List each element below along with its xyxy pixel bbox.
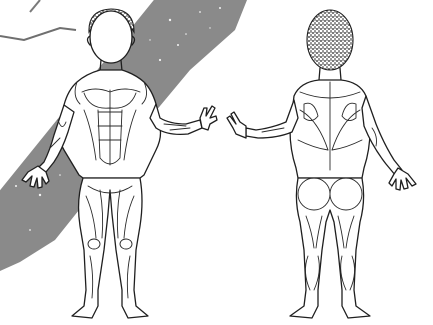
front-legs (72, 178, 148, 318)
back-legs (290, 178, 370, 318)
back-figure (227, 10, 416, 318)
watermark-text: LE (0, 46, 66, 126)
back-left-arm (246, 100, 298, 138)
watermark-scratch-2 (30, 0, 40, 12)
watermark-scratch (0, 28, 76, 40)
back-right-arm (362, 96, 402, 176)
front-right-hand (200, 106, 217, 130)
back-head-hair (307, 10, 353, 70)
watermark-lettering: LE (0, 46, 66, 126)
front-head (90, 11, 132, 63)
back-left-hand (227, 112, 246, 138)
